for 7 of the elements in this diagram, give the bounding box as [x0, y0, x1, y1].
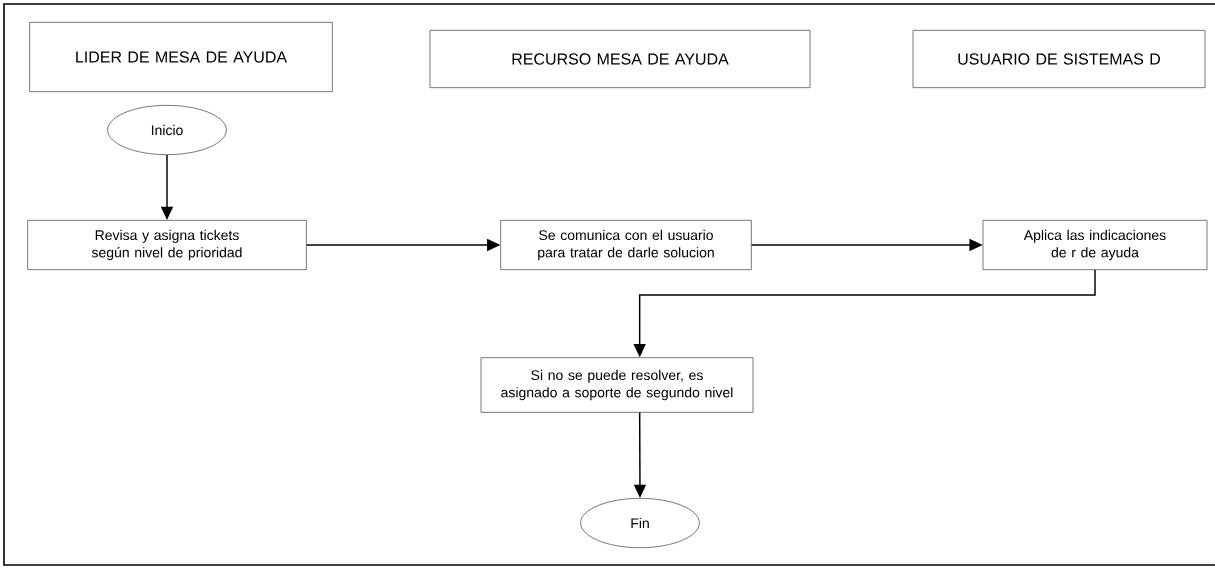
lane-header: USUARIO DE SISTEMAS D — [912, 30, 1206, 88]
process-box: Se comunica con el usuario para tratar de darle solucion — [500, 220, 752, 270]
process-box: Si no se puede resolver, es asignado a soporte de segundo nivel — [480, 357, 754, 413]
process-box: Revisa y asigna tickets según nivel de prioridad — [27, 220, 307, 270]
lane-header: RECURSO MESA DE AYUDA — [429, 30, 811, 88]
lane-header: LIDER DE MESA DE AYUDA — [29, 22, 333, 92]
process-box: Aplica las indicaciones de r de ayuda — [982, 220, 1208, 270]
